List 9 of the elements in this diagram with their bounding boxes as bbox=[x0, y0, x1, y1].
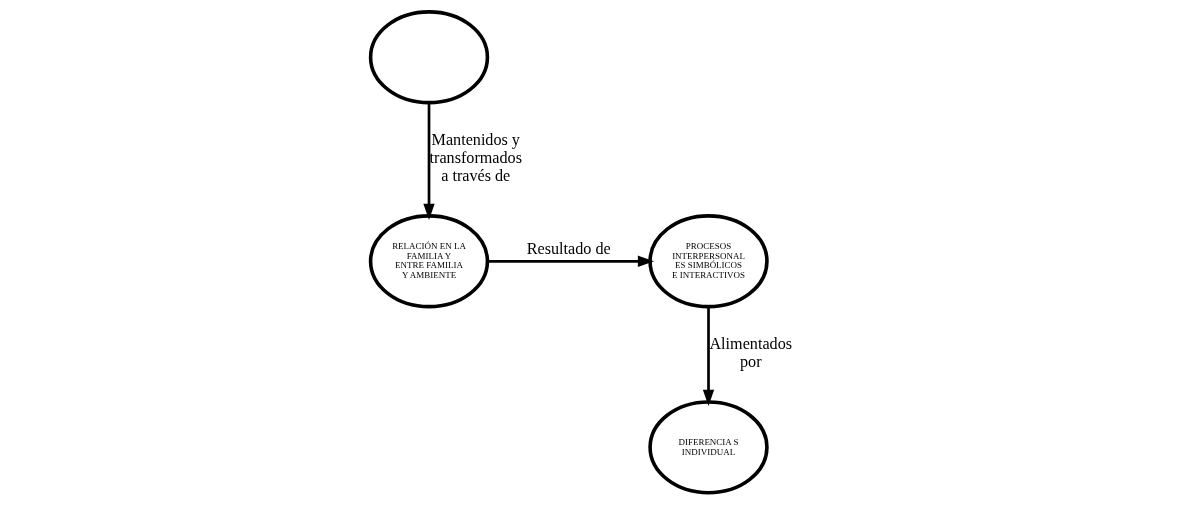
edge-label: Mantenidos y transformados a través de bbox=[429, 131, 522, 185]
edge-label: Resultado de bbox=[526, 239, 611, 257]
arrow bbox=[702, 306, 715, 406]
node-ellipse bbox=[368, 10, 490, 105]
node-ellipse: DIFERENCIA S INDIVIDUAL bbox=[648, 400, 769, 495]
node-ellipse: RELACIÓN EN LA FAMILIA Y ENTRE FAMILIA Y AMBIENTE bbox=[368, 214, 490, 309]
node-ellipse: PROCESOS INTERPERSONAL ES SIMBÓLICOS E INTERACTIVOS bbox=[648, 214, 769, 309]
arrow bbox=[423, 102, 435, 220]
arrow bbox=[487, 255, 655, 267]
